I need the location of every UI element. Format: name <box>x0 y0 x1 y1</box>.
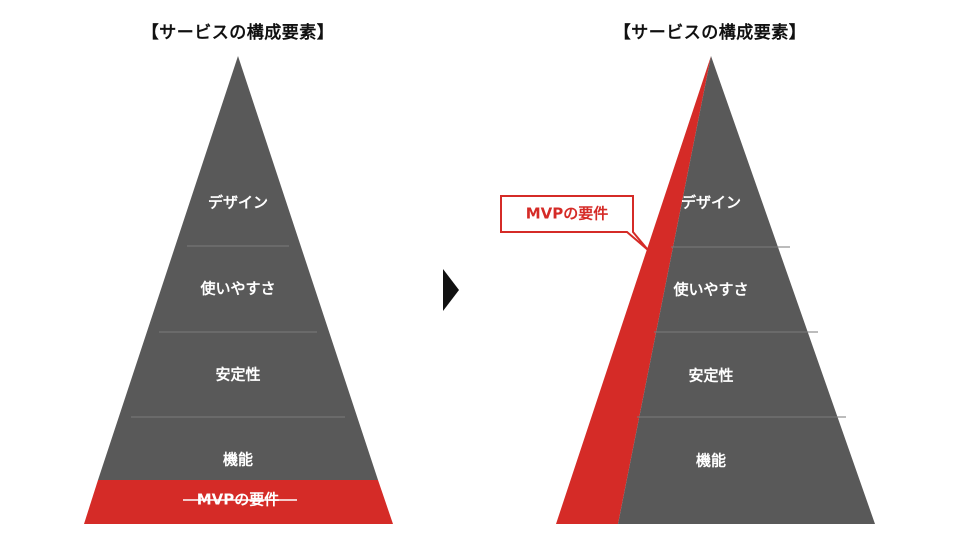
right-layer-label-design: デザイン <box>681 194 741 212</box>
right-layer-label-stability: 安定性 <box>688 367 733 385</box>
right-accent-wedge <box>556 56 711 524</box>
right-title: 【サービスの構成要素】 <box>613 23 807 43</box>
right-layer-label-usability: 使いやすさ <box>672 281 748 299</box>
left-layer-label-usability: 使いやすさ <box>199 280 275 298</box>
left-layer-label-design: デザイン <box>208 194 268 212</box>
left-pyramid: デザイン 使いやすさ 安定性 機能 MVPの要件 <box>84 56 393 524</box>
arrow-right-icon <box>443 269 459 311</box>
left-layer-label-function: 機能 <box>223 451 253 469</box>
callout-box <box>500 195 649 251</box>
callout-label: MVPの要件 <box>526 205 609 223</box>
right-layer-label-function: 機能 <box>696 452 726 470</box>
left-base-band <box>84 480 393 524</box>
mvp-callout: MVPの要件 <box>500 195 649 251</box>
left-title: 【サービスの構成要素】 <box>141 23 335 43</box>
right-pyramid: デザイン 使いやすさ 安定性 機能 <box>556 56 875 524</box>
right-pyramid-body <box>618 56 875 524</box>
left-layer-label-stability: 安定性 <box>215 366 260 384</box>
left-pyramid-body <box>98 56 378 480</box>
